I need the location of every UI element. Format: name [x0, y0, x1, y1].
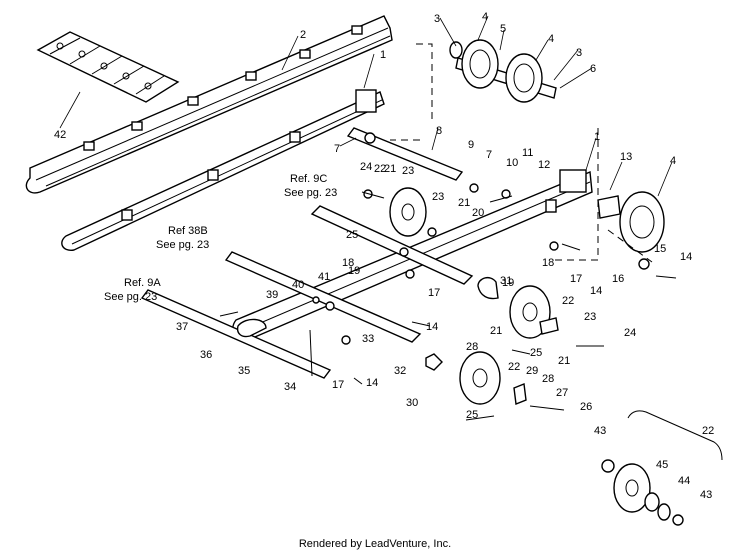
reference-9c-line2: See pg. 23 — [284, 187, 337, 199]
callout: 18 — [542, 257, 554, 269]
callout: 17 — [570, 273, 582, 285]
callout: 2 — [300, 29, 306, 41]
callout: 14 — [590, 285, 602, 297]
callout: 4 — [670, 155, 676, 167]
wheel-22-detail — [601, 410, 723, 526]
callout: 6 — [590, 63, 596, 75]
callout: 16 — [612, 273, 624, 285]
callout: 35 — [238, 365, 250, 377]
bracket-31 — [477, 276, 499, 300]
callout: 43 — [700, 489, 712, 501]
callout: 15 — [654, 243, 666, 255]
callout: 42 — [54, 129, 66, 141]
callout: 23 — [402, 165, 414, 177]
callout: 33 — [362, 333, 374, 345]
callout: 43 — [594, 425, 606, 437]
callout: 11 — [522, 147, 533, 159]
bolts — [219, 191, 677, 421]
fasteners — [312, 132, 650, 405]
callout: 14 — [426, 321, 438, 333]
callout: 5 — [500, 23, 506, 35]
callout: 3 — [576, 47, 582, 59]
reference-notes: Ref. 9C See pg. 23 Ref 38B See pg. 23 Re… — [104, 173, 337, 303]
callout: 13 — [620, 151, 632, 163]
rear-idler-assembly — [449, 39, 557, 103]
callout: 28 — [542, 373, 554, 385]
callout: 20 — [472, 207, 484, 219]
callout: 25 — [346, 229, 358, 241]
callout: 44 — [678, 475, 690, 487]
callout: 19 — [348, 265, 360, 277]
callout: 1 — [594, 131, 600, 143]
callout: 19 — [502, 277, 514, 289]
reference-38b-line1: Ref 38B — [168, 225, 208, 237]
callout: 21 — [558, 355, 570, 367]
callout: 30 — [406, 397, 418, 409]
callout: 39 — [266, 289, 278, 301]
callout: 7 — [486, 149, 492, 161]
main-rail-lower — [61, 89, 385, 251]
callout: 1 — [380, 49, 386, 61]
callout: 22 — [562, 295, 574, 307]
callout: 26 — [580, 401, 592, 413]
callout: 34 — [284, 381, 296, 393]
callout: 21 — [384, 163, 396, 175]
callout: 22 — [702, 425, 714, 437]
callout: 29 — [526, 365, 538, 377]
callout: 24 — [624, 327, 636, 339]
callout: 22 — [374, 163, 386, 175]
callout: 14 — [680, 251, 692, 263]
callout: 4 — [548, 33, 554, 45]
alignment-lines — [390, 43, 653, 263]
footer-credit: Rendered by LeadVenture, Inc. — [298, 538, 452, 550]
callout: 23 — [584, 311, 596, 323]
callout: 40 — [292, 279, 304, 291]
mid-wheels — [389, 187, 551, 405]
callout: 3 — [434, 13, 440, 25]
cross-shafts — [140, 127, 474, 379]
callout: 12 — [538, 159, 550, 171]
callout: 31 — [500, 275, 512, 287]
callout: 23 — [432, 191, 444, 203]
callout: 28 — [466, 341, 478, 353]
idler-wheel-right — [597, 191, 665, 253]
callout: 22 — [508, 361, 520, 373]
callout: 10 — [506, 157, 518, 169]
callout: 27 — [556, 387, 568, 399]
callout: 21 — [458, 197, 470, 209]
callout: 36 — [200, 349, 212, 361]
reference-9a-line1: Ref. 9A — [124, 277, 161, 289]
callout: 37 — [176, 321, 188, 333]
callout-labels: 1 1 2 3 3 4 4 4 5 6 7 7 8 9 10 11 12 13 … — [54, 11, 714, 501]
callout: 4 — [482, 11, 488, 23]
callout: 24 — [360, 161, 372, 173]
callout: 32 — [394, 365, 406, 377]
slide-rail — [25, 15, 393, 194]
callout: 8 — [436, 125, 442, 137]
reference-9a-line2: See pg. 23 — [104, 291, 157, 303]
wear-strip-42 — [36, 31, 180, 103]
callout: 18 — [342, 257, 354, 269]
callout: 9 — [468, 139, 474, 151]
callout: 41 — [318, 271, 330, 283]
callout: 7 — [334, 143, 340, 155]
reference-9c-line1: Ref. 9C — [290, 173, 327, 185]
reference-38b-line2: See pg. 23 — [156, 239, 209, 251]
callout: 25 — [530, 347, 542, 359]
callout: 25 — [466, 409, 478, 421]
callout: 17 — [332, 379, 344, 391]
callout: 21 — [490, 325, 502, 337]
callout: 17 — [428, 287, 440, 299]
leader-lines — [59, 15, 673, 197]
callout: 14 — [366, 377, 378, 389]
callout: 45 — [656, 459, 668, 471]
rail-end-36 — [236, 318, 267, 338]
